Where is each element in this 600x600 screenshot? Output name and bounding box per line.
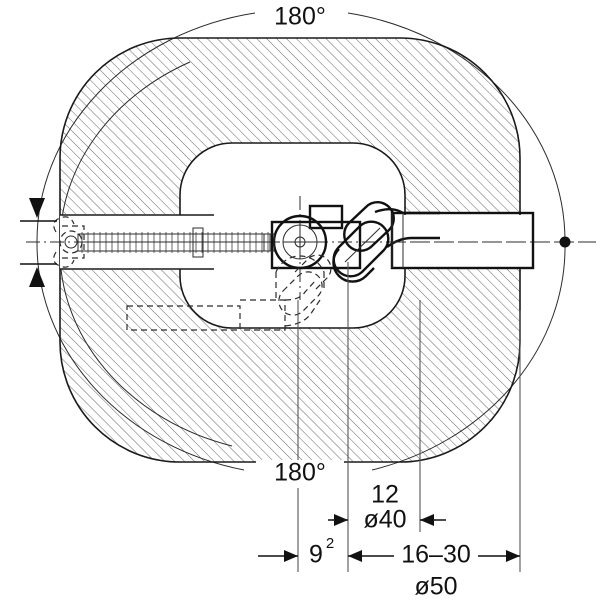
dimension-row-1630 (348, 543, 520, 569)
rotation-arrow-up-icon (29, 267, 45, 287)
elbow-lower-body (332, 248, 375, 283)
dimension-row-9sq (258, 550, 298, 562)
dim-d40-text-gap (352, 507, 418, 534)
dimension-labels: 180° 180° 12 ø40 9 2 16–30 ø50 (274, 3, 471, 600)
dim-12-arrow-left-icon (334, 514, 348, 526)
hidden-elbow-cap-2 (294, 254, 332, 292)
hidden-elbow-outer (284, 279, 317, 301)
dimension-extension-lines (297, 262, 521, 572)
hidden-elbow-cap (278, 271, 323, 316)
elbow-axis (344, 227, 381, 263)
dim-label-9-exponent: 2 (326, 535, 334, 552)
dim-label-9: 9 (309, 541, 323, 569)
dim-1630-arrow-left-icon (348, 550, 362, 562)
rotation-end-arrows (20, 198, 57, 287)
hidden-body-rect (126, 305, 241, 331)
dim-1630-text-gap (394, 543, 478, 569)
pipe-clearance (392, 215, 537, 267)
dim-1630-arrow-right-icon (506, 550, 520, 562)
angle-label-bottom: 180° (274, 459, 326, 487)
pipe-axis-marker-dot (559, 236, 571, 248)
dim-12-arrow-right-icon (420, 514, 434, 526)
dim-9-text-gap (303, 542, 345, 569)
threaded-rod-assembly (53, 216, 271, 268)
elbow-to-pipe-lower (386, 236, 440, 248)
dim-label-d40: ø40 (363, 506, 406, 534)
hidden-valve-circle (275, 255, 325, 273)
valve-body-assembly (263, 204, 362, 270)
dim-label-range: 16–30 (401, 541, 471, 569)
dim-label-d50: ø50 (414, 573, 457, 600)
dim-9-arrow-icon (284, 550, 298, 562)
angle-top-text-gap (256, 4, 344, 32)
valve-rod-stub (263, 233, 275, 252)
angle-bottom-text-gap (256, 460, 344, 488)
discharge-pipe (390, 211, 596, 270)
elbow-end-cap (343, 201, 395, 252)
hidden-body-extension (240, 299, 286, 331)
dimension-row-12-d40 (328, 514, 446, 526)
angle-label-top: 180° (274, 3, 326, 31)
dim-label-12: 12 (371, 481, 399, 509)
hidden-elbow-inner (284, 299, 321, 327)
rotated-position-hidden-outline (126, 254, 332, 331)
rotation-arrow-down-icon (29, 198, 45, 218)
